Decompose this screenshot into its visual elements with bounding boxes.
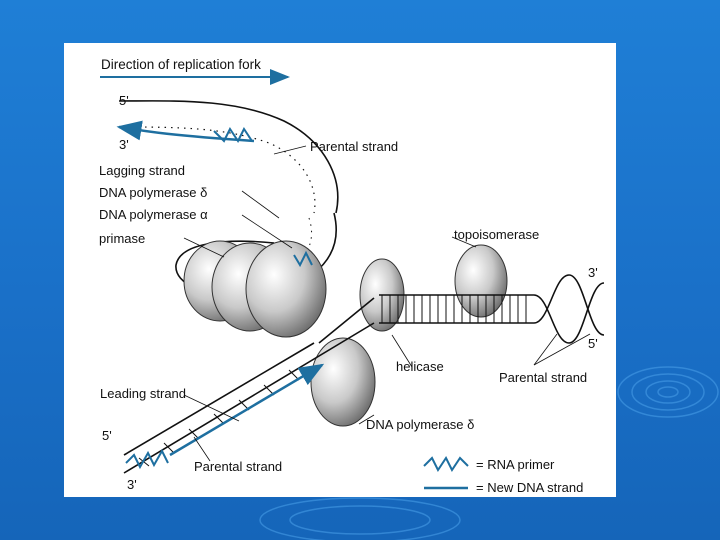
diagram-panel: Direction of replication fork 5' 3' Pare… (64, 43, 616, 497)
fork-arm-upper (318, 297, 375, 344)
new-strand-leading (169, 363, 325, 457)
strand-end-5-top: 5' (119, 93, 129, 108)
legend-new-strand-label: = New DNA strand (476, 480, 583, 495)
dna-polymerase-alpha-label: DNA polymerase α (99, 207, 208, 222)
right-end-3: 3' (588, 265, 598, 280)
lagging-strand-label: Lagging strand (99, 163, 185, 178)
leading-parental-line (123, 342, 315, 456)
leading-strand-label: Leading strand (100, 386, 186, 401)
replication-fork-diagram: Direction of replication fork 5' 3' Pare… (99, 57, 605, 495)
parental-strand-bottom-label: Parental strand (194, 459, 282, 474)
parental-strand-top-label: Parental strand (310, 139, 398, 154)
duplex-rungs (381, 295, 527, 323)
dna-polymerase-delta-label-1: DNA polymerase δ (99, 185, 207, 200)
dna-polymerase-delta-label-2: DNA polymerase δ (366, 417, 474, 432)
right-end-5: 5' (588, 336, 598, 351)
parental-strand-right-label: Parental strand (499, 370, 587, 385)
topoisomerase-label: topoisomerase (454, 227, 539, 242)
strand-end-3-top: 3' (119, 137, 129, 152)
leading-new-line (123, 322, 375, 474)
strand-end-5-bottom: 5' (102, 428, 112, 443)
dna-polymerase-delta-blob (310, 337, 376, 427)
strand-end-3-bottom: 3' (127, 477, 137, 492)
rna-primer-leading (125, 448, 169, 470)
leader-lines (183, 145, 591, 462)
helix-strand-2 (533, 274, 605, 336)
dna-polymerase-alpha-blob (245, 240, 327, 338)
new-strand-top (116, 120, 255, 143)
helix-strand-1 (533, 282, 605, 344)
ripple-decoration (259, 366, 719, 540)
direction-label: Direction of replication fork (101, 57, 261, 72)
helicase-label: helicase (396, 359, 444, 374)
parental-strand-top-line (118, 100, 339, 214)
legend-rna-primer-swatch (423, 456, 469, 472)
legend-rna-primer-label: = RNA primer (476, 457, 555, 472)
rna-primer-center (293, 250, 313, 268)
topoisomerase-blob (454, 244, 508, 318)
primase-label: primase (99, 231, 145, 246)
